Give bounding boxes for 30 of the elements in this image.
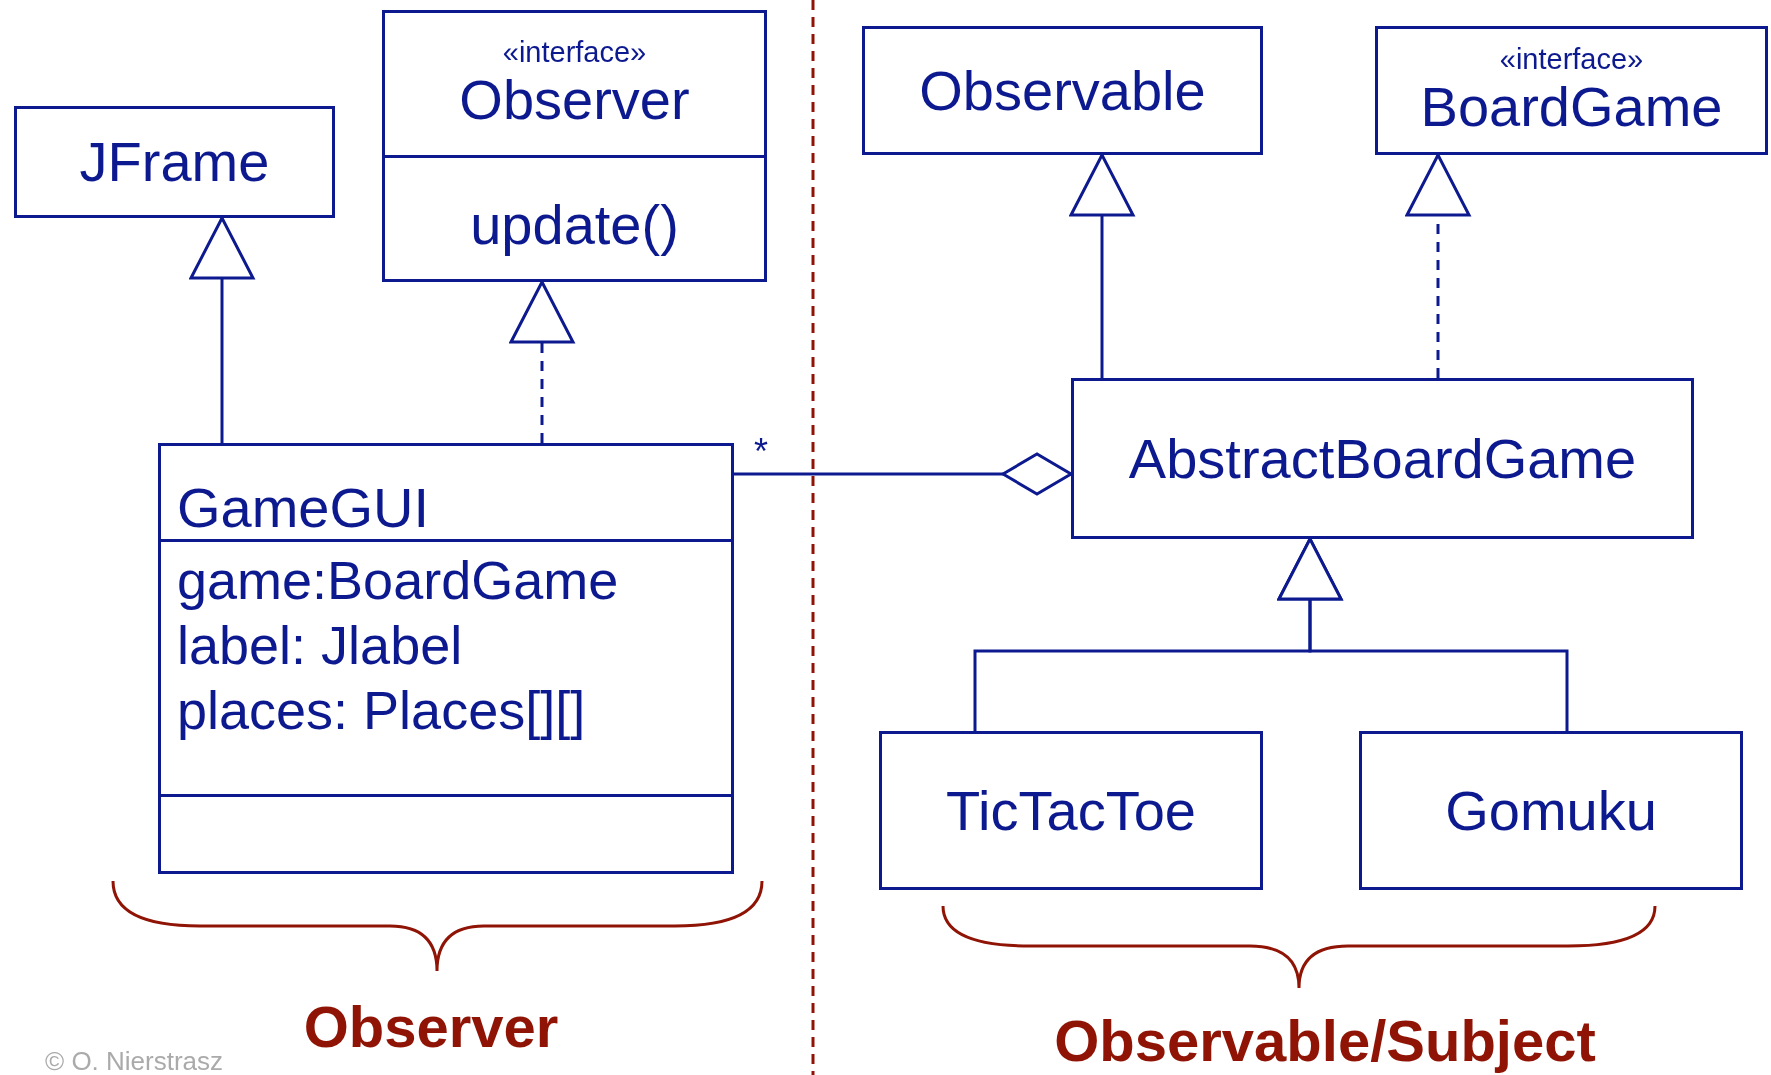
group-caption: Observer: [303, 998, 559, 1056]
stereotype-label: «interface»: [502, 37, 647, 70]
class-box: [158, 443, 734, 874]
attribute-label: game:BoardGame: [177, 549, 619, 612]
interface-name: Observer: [459, 69, 690, 131]
inheritance-arrow: [189, 216, 255, 443]
attribute-label: label: Jlabel: [177, 613, 463, 677]
class-box: [1071, 378, 1694, 539]
class-name: Observable: [919, 59, 1206, 122]
class-box: [14, 106, 335, 218]
aggregation-line: [734, 452, 1073, 496]
class-name: TicTacToe: [946, 779, 1196, 842]
attribute-label: places: Places[][]: [177, 678, 586, 742]
interface-name: BoardGame: [1420, 75, 1723, 138]
method-label: update(): [470, 194, 679, 256]
inheritance-arrow: [509, 280, 575, 443]
class-box: [862, 26, 1263, 155]
class-name: JFrame: [79, 131, 270, 193]
class-box: [879, 731, 1263, 890]
stereotype-label: «interface»: [1499, 43, 1644, 76]
copyright-note: © O. Nierstrasz: [45, 1048, 224, 1074]
class-box: [1375, 26, 1768, 155]
class-box: [1359, 731, 1743, 890]
inheritance-arrow: [1069, 153, 1135, 378]
inheritance-arrow: [1277, 537, 1569, 731]
class-box: [382, 10, 767, 282]
class-name: AbstractBoardGame: [1128, 427, 1637, 490]
inheritance-arrow: [1405, 153, 1471, 378]
class-name: Gomuku: [1445, 779, 1657, 842]
class-name: GameGUI: [177, 477, 430, 539]
